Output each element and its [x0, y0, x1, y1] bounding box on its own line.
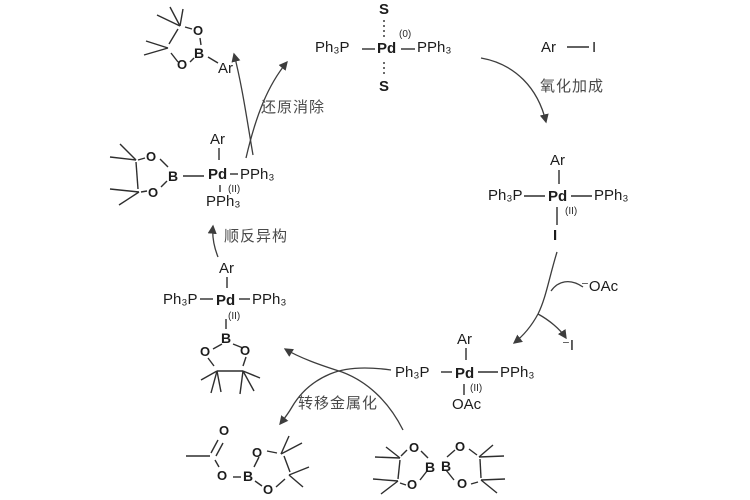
arpdoac-ligand-right-label: PPh₃: [500, 364, 535, 381]
arpdoac-acetate-label: OAc: [452, 396, 482, 413]
cis-ring-oxygen-bot-label: O: [148, 185, 159, 200]
arpdoac-ar-label: Ar: [457, 331, 472, 348]
b2pin2-oxygen-lb-label: O: [407, 477, 418, 492]
pd0-sulfur-bottom-label: S: [379, 78, 390, 95]
transmetalation-arrow-in: [283, 348, 404, 431]
pd0-oxstate-label: (0): [399, 29, 412, 40]
trans-ring-oxygen-left-label: O: [200, 344, 211, 359]
main-cycle-right-arrow: [512, 251, 558, 344]
cis-complex-bonds: [109, 143, 238, 206]
acobpin-bonds: [186, 435, 310, 488]
acetate-anion-label: ⁻OAc: [581, 278, 619, 295]
b2pin2-boron-left-label: B: [425, 459, 436, 475]
pd0-complex-bonds: [362, 20, 415, 77]
trans-ligand-left-label: Ph₃P: [163, 291, 198, 308]
acobpin-carbonyl-oxygen-label: O: [219, 423, 230, 438]
trans-metal-label: Pd: [216, 292, 236, 309]
acobpin-ring-oxygen-top-label: O: [252, 445, 263, 460]
trans-ring-oxygen-right-label: O: [240, 343, 251, 358]
iodide-release-arrow: [537, 313, 567, 340]
product-boron-label: B: [194, 45, 205, 61]
trans-complex-bonds: [200, 277, 261, 395]
isomerization-label: 顺反异构: [224, 228, 289, 245]
pd0-ligand-left-label: Ph₃P: [315, 39, 350, 56]
arpdi-complex-bonds: [524, 170, 592, 225]
product-ring-oxygen-bot-label: O: [177, 57, 188, 72]
cis-oxstate-label: (II): [228, 184, 241, 195]
acetate-entry-curve: [550, 281, 584, 292]
arpdi-metal-label: Pd: [548, 188, 568, 205]
oxidative-addition-label: 氧化加成: [540, 78, 605, 95]
arpdoac-metal-label: Pd: [455, 365, 475, 382]
b2pin2-oxygen-rb-label: O: [457, 476, 468, 491]
reductive-elimination-arrow-pd0: [245, 60, 288, 159]
arpdi-iodide-label: I: [553, 227, 558, 244]
cis-ligand-bottom-label: PPh₃: [206, 193, 241, 210]
aryl-iodide-i-label: I: [592, 39, 597, 56]
cis-ligand-right-label: PPh₃: [240, 166, 275, 183]
cis-ring-oxygen-top-label: O: [146, 149, 157, 164]
product-ring-oxygen-top-label: O: [193, 23, 204, 38]
arpdi-ligand-left-label: Ph₃P: [488, 187, 523, 204]
cis-metal-label: Pd: [208, 166, 228, 183]
aryl-iodide-ar-label: Ar: [541, 39, 556, 56]
trans-ar-label: Ar: [219, 260, 234, 277]
product-ar-label: Ar: [218, 60, 233, 77]
transmetalation-label: 转移金属化: [298, 395, 379, 412]
b2pin2-oxygen-rt-label: O: [455, 439, 466, 454]
iodide-anion-label: ⁻I: [562, 337, 575, 354]
pd0-sulfur-top-label: S: [379, 1, 390, 18]
cis-ar-label: Ar: [210, 131, 225, 148]
transmetalation-arrow-out: [279, 367, 392, 426]
pd0-ligand-right-label: PPh₃: [417, 39, 452, 56]
arpdi-oxstate-label: (II): [565, 206, 578, 217]
b2pin2-oxygen-lt-label: O: [409, 440, 420, 455]
pd0-metal-label: Pd: [377, 40, 397, 57]
b2pin2-bonds: [372, 444, 506, 495]
cycle-arrows: [207, 52, 584, 431]
acobpin-boron-label: B: [243, 468, 254, 484]
trans-oxstate-label: (II): [228, 311, 241, 322]
product-bonds: [143, 6, 219, 64]
arpdoac-oxstate-label: (II): [470, 383, 483, 394]
b2pin2-boron-right-label: B: [441, 458, 452, 474]
arpdi-ligand-right-label: PPh₃: [594, 187, 629, 204]
acobpin-ring-oxygen-bot-label: O: [263, 482, 274, 497]
reductive-elimination-arrow-product: [231, 52, 254, 156]
reductive-elimination-label: 还原消除: [261, 99, 326, 116]
arpdoac-ligand-left-label: Ph₃P: [395, 364, 430, 381]
cis-boron-label: B: [168, 168, 179, 184]
trans-ligand-right-label: PPh₃: [252, 291, 287, 308]
arpdoac-complex-bonds: [441, 348, 498, 395]
isomerization-arrow: [207, 224, 219, 258]
oxidative-addition-arrow: [480, 57, 549, 124]
trans-boron-label: B: [221, 330, 232, 346]
acobpin-ester-oxygen-label: O: [217, 468, 228, 483]
arpdi-ar-label: Ar: [550, 152, 565, 169]
